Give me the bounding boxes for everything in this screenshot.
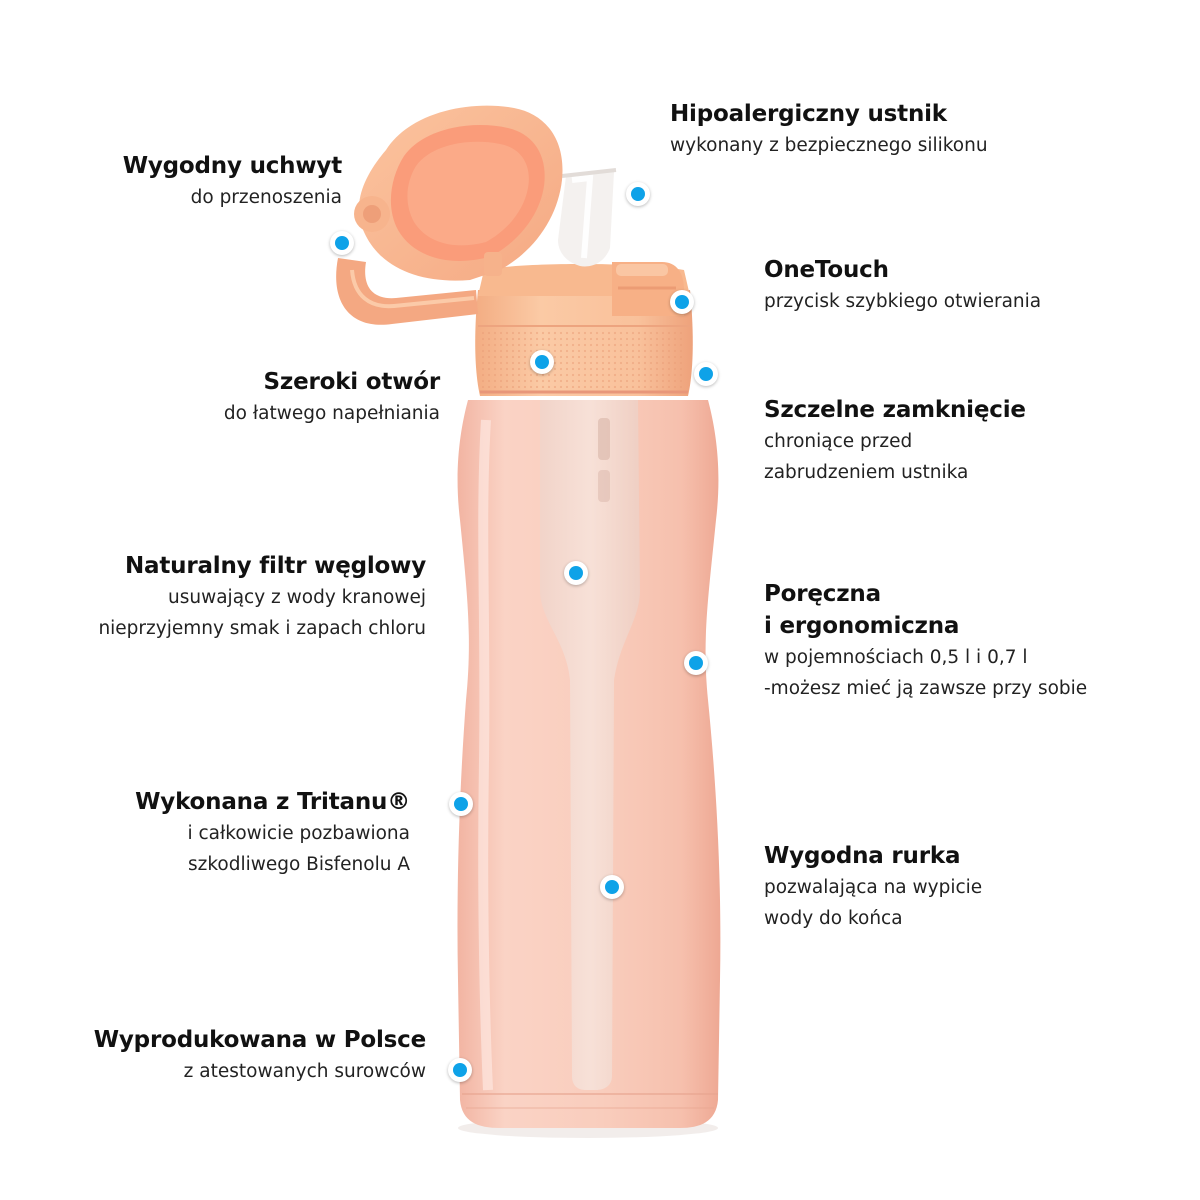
hotspot-tight-seal[interactable] (694, 362, 718, 386)
feature-tight-seal: Szczelne zamknięcie chroniące przed zabr… (764, 394, 1124, 488)
feature-description: pozwalająca na wypicie wody do końca (764, 872, 1124, 934)
feature-description-line: do łatwego napełniania (223, 403, 440, 424)
feature-description-line: wody do końca (764, 908, 903, 929)
feature-carbon-filter: Naturalny filtr węglowy usuwający z wody… (20, 550, 426, 644)
hotspot-made-in-poland[interactable] (448, 1058, 472, 1082)
feature-wide-opening: Szeroki otwór do łatwego napełniania (40, 366, 440, 429)
feature-title: Wygodny uchwyt (122, 153, 342, 179)
feature-description-line: szkodliwego Bisfenolu A (187, 854, 410, 875)
feature-description-line: usuwający z wody kranowej (168, 587, 426, 608)
feature-title: Wygodna rurka (764, 843, 961, 869)
feature-description-line: z atestowanych surowców (183, 1061, 426, 1082)
feature-description: i całkowicie pozbawiona szkodliwego Bisf… (40, 818, 410, 880)
hotspot-straw[interactable] (600, 875, 624, 899)
feature-title: OneTouch (764, 257, 889, 283)
feature-title-line: Poręczna (764, 581, 881, 607)
feature-description-line: nieprzyjemny smak i zapach chloru (98, 618, 426, 639)
feature-handle: Wygodny uchwyt do przenoszenia (42, 150, 342, 213)
feature-title-line: i ergonomiczna (764, 613, 960, 639)
hotspot-onetouch[interactable] (670, 290, 694, 314)
feature-description-line: wykonany z bezpiecznego silikonu (670, 135, 988, 156)
feature-description-line: przycisk szybkiego otwierania (764, 291, 1042, 312)
feature-onetouch: OneTouch przycisk szybkiego otwierania (764, 254, 1154, 317)
feature-tritan: Wykonana z Tritanu® i całkowicie pozbawi… (40, 786, 410, 880)
feature-description: usuwający z wody kranowej nieprzyjemny s… (20, 582, 426, 644)
hotspot-carbon-filter[interactable] (564, 561, 588, 585)
feature-description-line: pozwalająca na wypicie (764, 877, 983, 898)
hotspot-tritan[interactable] (449, 792, 473, 816)
feature-description-line: i całkowicie pozbawiona (187, 823, 410, 844)
feature-description: do łatwego napełniania (40, 398, 440, 429)
feature-description: chroniące przed zabrudzeniem ustnika (764, 426, 1124, 488)
feature-title: Wykonana z Tritanu® (135, 789, 410, 815)
feature-title: Poręczna i ergonomiczna (764, 578, 1144, 642)
feature-ergonomic: Poręczna i ergonomiczna w pojemnościach … (764, 578, 1144, 704)
hotspot-handle[interactable] (330, 231, 354, 255)
feature-title: Wyprodukowana w Polsce (93, 1027, 426, 1053)
feature-title: Szeroki otwór (263, 369, 441, 395)
hotspot-wide-opening[interactable] (530, 350, 554, 374)
feature-title: Naturalny filtr węglowy (124, 553, 426, 579)
feature-straw: Wygodna rurka pozwalająca na wypicie wod… (764, 840, 1124, 934)
feature-made-in-poland: Wyprodukowana w Polsce z atestowanych su… (30, 1024, 426, 1087)
feature-mouthpiece: Hipoalergiczny ustnik wykonany z bezpiec… (670, 98, 1050, 161)
feature-title: Szczelne zamknięcie (764, 397, 1026, 423)
feature-description-line: zabrudzeniem ustnika (764, 462, 969, 483)
feature-description: w pojemnościach 0,5 l i 0,7 l -możesz mi… (764, 642, 1144, 704)
feature-description: wykonany z bezpiecznego silikonu (670, 130, 1050, 161)
feature-description: z atestowanych surowców (30, 1056, 426, 1087)
feature-description-line: chroniące przed (764, 431, 913, 452)
feature-description: przycisk szybkiego otwierania (764, 286, 1154, 317)
feature-description-line: w pojemnościach 0,5 l i 0,7 l (764, 647, 1028, 668)
feature-description-line: do przenoszenia (190, 187, 342, 208)
hotspot-ergonomic[interactable] (684, 651, 708, 675)
hotspot-mouthpiece[interactable] (626, 182, 650, 206)
feature-title: Hipoalergiczny ustnik (670, 101, 947, 127)
feature-description-line: -możesz mieć ją zawsze przy sobie (764, 678, 1088, 699)
feature-description: do przenoszenia (42, 182, 342, 213)
